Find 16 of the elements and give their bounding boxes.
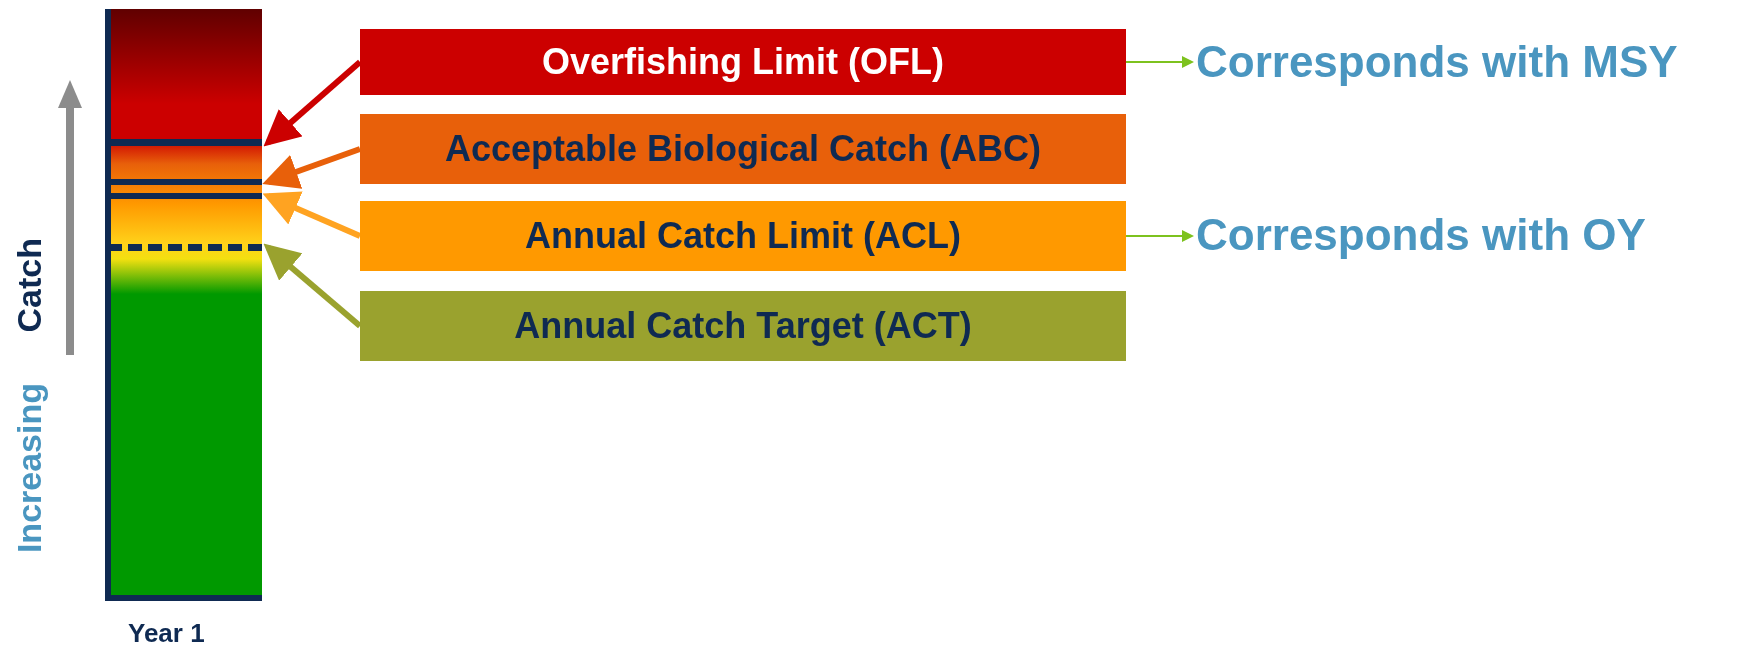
axis-label: Year 1 — [128, 618, 205, 649]
leader-arrow — [263, 59, 362, 147]
leader-arrow — [262, 146, 361, 189]
limit-box: Overfishing Limit (OFL) — [360, 29, 1126, 95]
axis-label: Catch — [12, 238, 46, 333]
leader-arrow — [262, 191, 362, 239]
dotted-divider-line — [108, 244, 262, 251]
limit-box: Acceptable Biological Catch (ABC) — [360, 114, 1126, 184]
arrow — [1125, 56, 1194, 68]
axis-label: Increasing — [12, 383, 46, 554]
note-text: Corresponds with MSY — [1196, 40, 1678, 86]
note-text: Corresponds with OY — [1196, 213, 1646, 259]
target-box: Annual Catch Target (ACT) — [360, 291, 1126, 361]
limit-box: Annual Catch Limit (ACL) — [360, 201, 1126, 271]
leader-arrow — [263, 243, 362, 329]
arrow — [1125, 230, 1194, 242]
